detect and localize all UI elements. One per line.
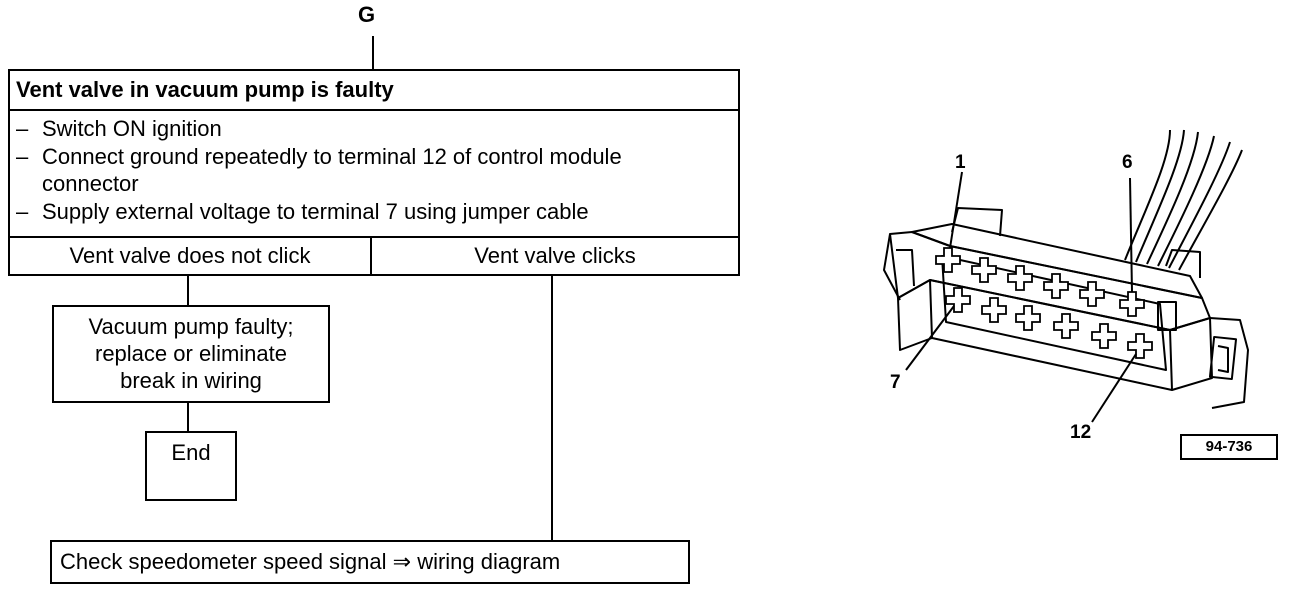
fault-title: Vent valve in vacuum pump is faulty xyxy=(10,71,738,111)
fault-test-box: Vent valve in vacuum pump is faulty – Sw… xyxy=(8,69,740,276)
outcome-row: Vent valve does not click Vent valve cli… xyxy=(10,236,738,276)
step-dash: – xyxy=(16,143,29,169)
step-dash: – xyxy=(16,198,29,224)
check-speed-signal-box: Check speedometer speed signal ⇒ wiring … xyxy=(50,540,690,584)
pin-cross xyxy=(1043,273,1069,299)
pin-cross xyxy=(971,257,997,283)
end-connector xyxy=(187,402,189,432)
test-steps-list: – Switch ON ignition – Connect ground re… xyxy=(10,111,738,236)
test-step: – Switch ON ignition xyxy=(16,115,732,143)
pin-cross xyxy=(935,247,961,273)
pin-label-1: 1 xyxy=(955,152,966,173)
branch-yes-connector xyxy=(551,275,553,541)
action-line: Vacuum pump faulty; xyxy=(88,314,294,339)
outcome-clicks: Vent valve clicks xyxy=(474,243,636,268)
test-step: – Supply external voltage to terminal 7 … xyxy=(16,198,732,226)
action-line: break in wiring xyxy=(120,368,262,393)
action-line: replace or eliminate xyxy=(95,341,287,366)
test-step: – Connect ground repeatedly to terminal … xyxy=(16,143,732,198)
leader-line-pin6 xyxy=(1129,177,1133,293)
pin-cross xyxy=(1079,281,1105,307)
control-module-connector-drawing xyxy=(883,129,1249,423)
outcome-no-click: Vent valve does not click xyxy=(10,238,372,276)
action-yes-text: Check speedometer speed signal ⇒ wiring … xyxy=(60,549,561,574)
entry-connector-line xyxy=(372,36,374,70)
entry-connector-label: G xyxy=(358,2,376,27)
step-text: Connect ground repeatedly to terminal 12… xyxy=(42,143,622,197)
step-dash: – xyxy=(16,116,29,141)
end-label: End xyxy=(171,440,211,465)
branch-no-connector xyxy=(187,275,189,306)
leader-line-pin7 xyxy=(905,305,955,371)
leader-line-pin1 xyxy=(949,171,963,249)
step-text: Switch ON ignition xyxy=(42,116,222,141)
end-box: End xyxy=(145,431,237,501)
vacuum-pump-faulty-box: Vacuum pump faulty; replace or eliminate… xyxy=(52,305,330,403)
pin-label-6: 6 xyxy=(1122,152,1133,173)
pin-cross xyxy=(1091,323,1117,349)
figure-id-label: 94-736 xyxy=(1180,434,1278,460)
pin-label-7: 7 xyxy=(890,372,901,393)
pin-cross xyxy=(981,297,1007,323)
connector-pins xyxy=(935,247,1153,359)
pin-cross xyxy=(1119,291,1145,317)
pin-cross xyxy=(1127,333,1153,359)
pin-cross xyxy=(1015,305,1041,331)
leader-line-pin12 xyxy=(1091,353,1137,423)
pin-cross xyxy=(1007,265,1033,291)
pin-cross xyxy=(945,287,971,313)
pin-label-12: 12 xyxy=(1070,422,1092,443)
pin-cross xyxy=(1053,313,1079,339)
step-text: Supply external voltage to terminal 7 us… xyxy=(42,198,589,224)
